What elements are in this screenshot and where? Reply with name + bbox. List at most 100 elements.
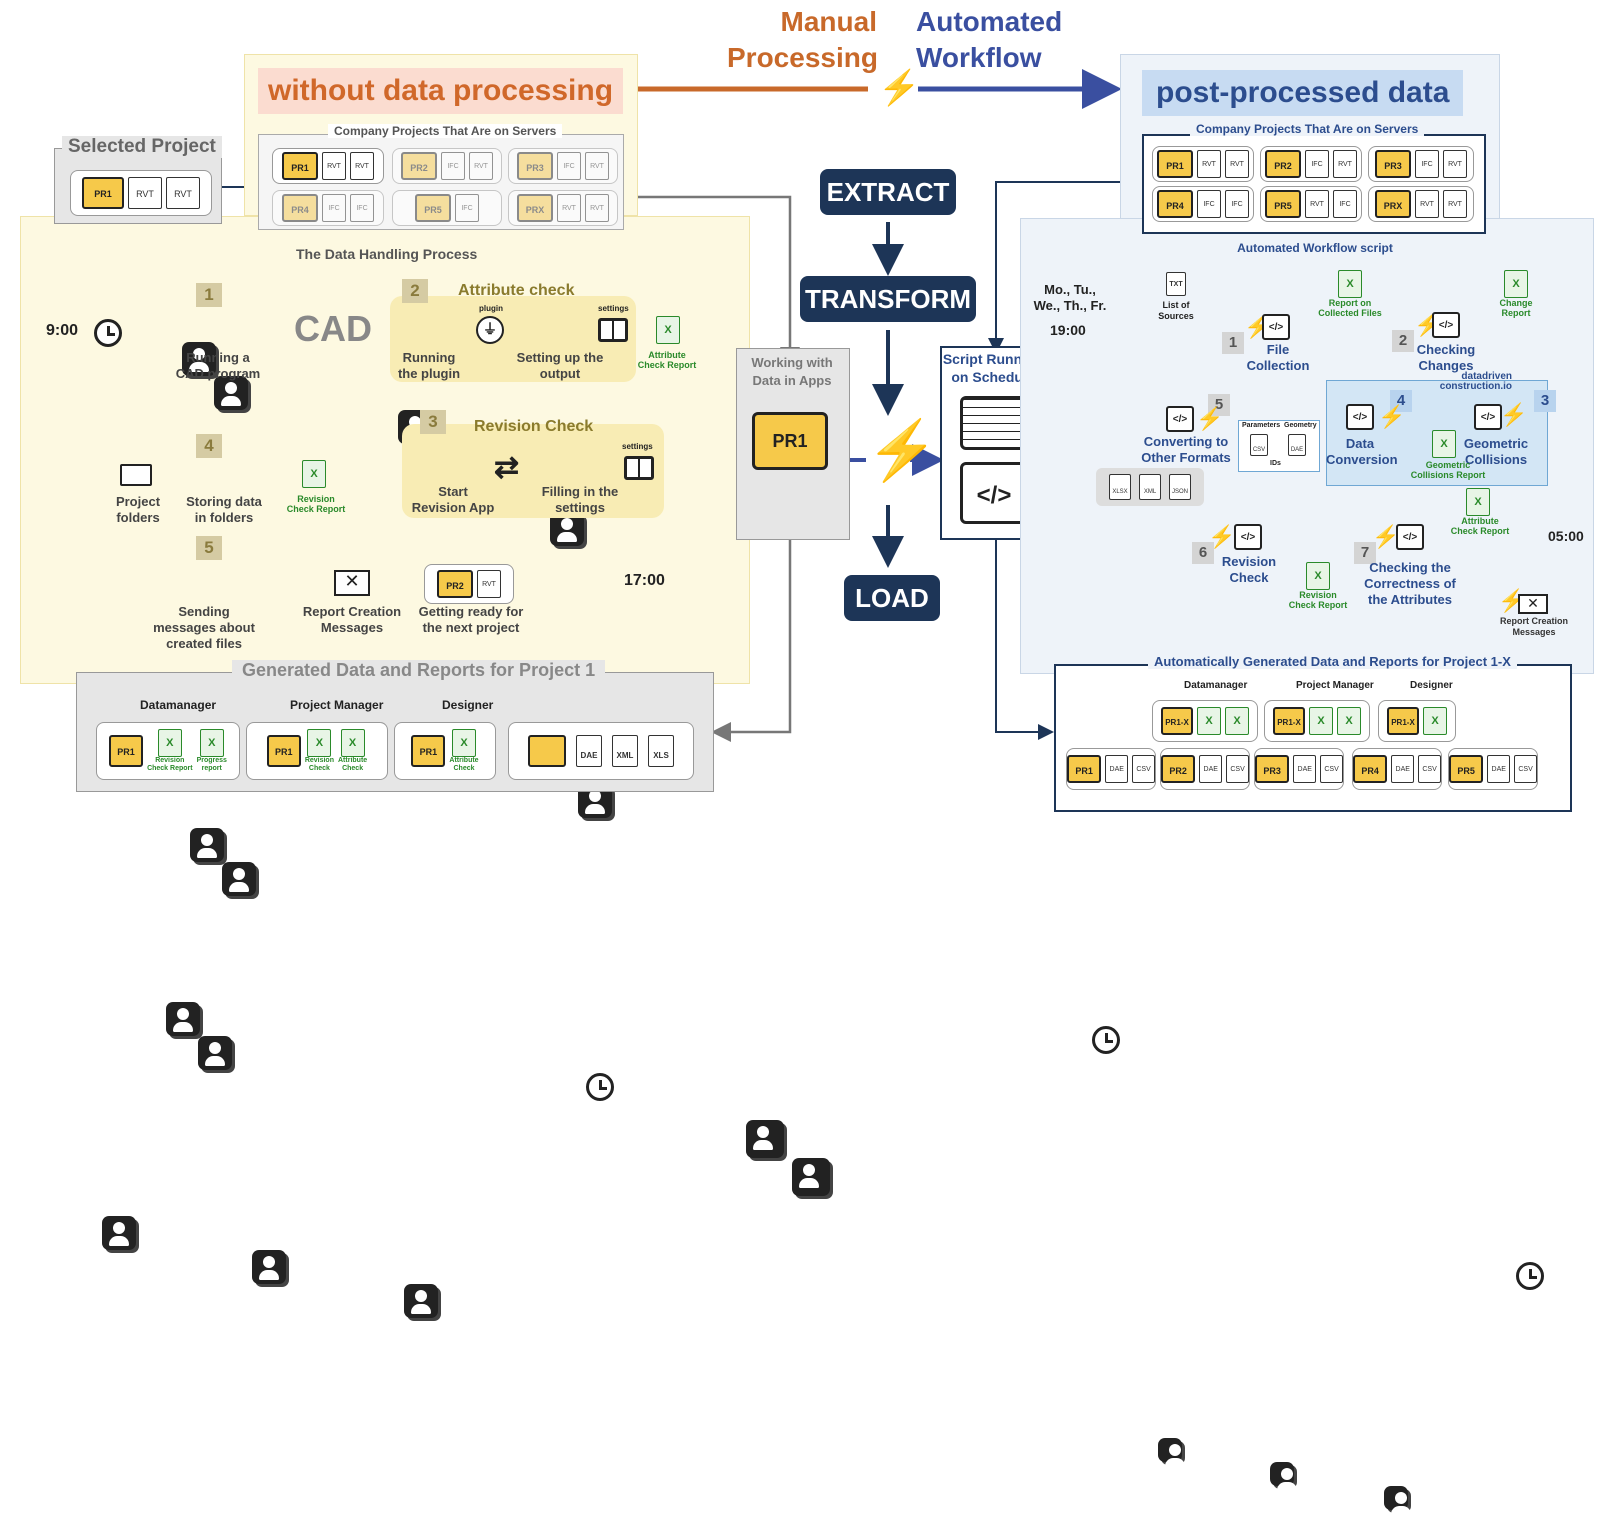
xml-file-icon: XML <box>1139 474 1161 500</box>
folder-icon: PR5 <box>1265 190 1301 218</box>
step2-box <box>390 296 636 382</box>
user-icon <box>792 1158 830 1196</box>
dm-file-1: Revision Check Report <box>147 757 193 772</box>
rstep-number-3: 3 <box>1534 390 1556 412</box>
code-icon: </> <box>1432 312 1460 338</box>
rvt-file-icon: RVT <box>1443 190 1467 218</box>
datamanager-icon <box>1158 1438 1185 1468</box>
clock-icon <box>1092 1026 1120 1054</box>
days-label: Mo., Tu., We., Th., Fr. <box>1033 282 1107 313</box>
folder-icon: PR2 <box>401 152 437 180</box>
excel-icon: X <box>340 729 365 757</box>
geometry-label: Geometry <box>1284 422 1317 429</box>
running-plugin-label: Running the plugin <box>397 350 461 381</box>
collisions-report-label: Geometric Collisions Report <box>1410 460 1486 480</box>
ifc-file-icon: IFC <box>441 152 465 180</box>
folder-icon: PR1 <box>282 152 318 180</box>
user-icon <box>222 862 256 896</box>
clock-icon <box>94 319 122 347</box>
xlsx-file-icon: XLSX <box>1109 474 1131 500</box>
rvt-file-icon: RVT <box>1333 150 1357 178</box>
ifc-file-icon: IFC <box>1333 190 1357 218</box>
working-folder-icon: PR1 <box>752 412 828 470</box>
attr-report-label: Attribute Check Report <box>1450 516 1510 536</box>
folder-icon: PR4 <box>1157 190 1193 218</box>
code-icon: </> <box>1346 404 1374 430</box>
sync-icon: ⇄ <box>494 451 520 484</box>
start-time-right: 19:00 <box>1050 322 1086 338</box>
step3-box <box>402 424 664 518</box>
pm-file-1: Revision Check <box>304 757 334 772</box>
folder-icon: PR4 <box>1353 755 1388 783</box>
step-number-3: 3 <box>420 410 446 434</box>
left-generated-title: Generated Data and Reports for Project 1 <box>232 660 606 681</box>
code-icon: </> <box>1262 314 1290 340</box>
folder-icon: PR1-X <box>1273 707 1305 735</box>
folder-icon: PR5 <box>1449 755 1484 783</box>
user-icon <box>190 828 224 862</box>
rrole-datamanager: Datamanager <box>1184 680 1248 691</box>
rvt-file-icon: RVT <box>557 194 581 222</box>
dae-file-icon: DAE <box>1391 755 1415 783</box>
lightning-icon: ⚡ <box>1372 524 1400 549</box>
csv-file-icon: CSV <box>1320 755 1343 783</box>
lightning-icon: ⚡ <box>878 69 921 107</box>
project-group-pr4: PR4 IFC IFC <box>272 190 384 226</box>
ds-file-1: Attribute Check <box>449 757 479 772</box>
excel-icon: X <box>1197 707 1221 735</box>
working-apps-label: Working with Data in Apps <box>751 355 833 388</box>
right-company-projects-label: Company Projects That Are on Servers <box>1190 122 1425 136</box>
csv-file-icon: CSV <box>1132 755 1155 783</box>
revision-check-report-label: Revision Check Report <box>286 494 346 514</box>
csv-file-icon: CSV <box>1226 755 1249 783</box>
rvt-file-icon: RVT <box>469 152 493 180</box>
rstep-number-2: 2 <box>1392 330 1414 352</box>
excel-icon: X <box>302 460 326 488</box>
folder-icon: PR2 <box>1161 755 1196 783</box>
folder-outline-icon <box>120 464 152 486</box>
rstep4-label: Data Conversion <box>1326 436 1398 467</box>
transform-pill: TRANSFORM <box>800 276 976 322</box>
rvt-file-icon: RVT <box>1443 150 1467 178</box>
formats-group: DAE XML XLS <box>508 722 694 780</box>
folder-icon: PR1 <box>109 735 144 767</box>
folder-icon: PR1-X <box>1161 707 1193 735</box>
dm-file-2: Progress report <box>196 757 227 772</box>
plugin-icon: ⏚ <box>476 316 504 344</box>
dae-file-icon: DAE <box>1288 434 1306 456</box>
setting-output-label: Setting up the output <box>516 350 604 381</box>
dae-file-icon: DAE <box>1293 755 1317 783</box>
right-title: post-processed data <box>1142 70 1464 116</box>
attribute-check-title: Attribute check <box>458 282 575 299</box>
xls-file-icon: XLS <box>648 735 674 767</box>
workflow-title: Automated Workflow script <box>1237 241 1393 255</box>
revision-check-title: Revision Check <box>474 418 594 435</box>
excel-icon: X <box>307 729 332 757</box>
folder-icon: PR1 <box>266 735 301 767</box>
lightning-icon: ⚡ <box>1196 406 1224 431</box>
automated-workflow-label: Automated Workflow <box>916 6 1063 73</box>
datamanager-icon <box>102 1216 136 1250</box>
plugin-label: plugin <box>479 304 503 313</box>
cad-label: CAD <box>294 308 372 349</box>
csv-file-icon: CSV <box>1418 755 1441 783</box>
csv-file-icon: CSV <box>1514 755 1537 783</box>
lightning-icon: ⚡ <box>1500 402 1528 427</box>
extract-pill: EXTRACT <box>820 169 956 215</box>
rvt-file-icon: RVT <box>1197 150 1221 178</box>
start-revision-label: Start Revision App <box>411 484 495 515</box>
ifc-file-icon: IFC <box>1415 150 1439 178</box>
rvt-file-icon: RVT <box>128 177 162 209</box>
code-icon: </> <box>1474 404 1502 430</box>
envelope-icon: ✕ <box>1518 594 1548 614</box>
project-manager-icon <box>1270 1462 1297 1492</box>
rstep6-label: Revision Check <box>1221 554 1277 585</box>
collected-report-label: Report on Collected Files <box>1318 298 1382 318</box>
folder-icon: PR1 <box>1157 150 1193 178</box>
user-icon <box>198 1036 232 1070</box>
excel-icon: X <box>199 729 224 757</box>
settings-icon <box>598 318 628 342</box>
